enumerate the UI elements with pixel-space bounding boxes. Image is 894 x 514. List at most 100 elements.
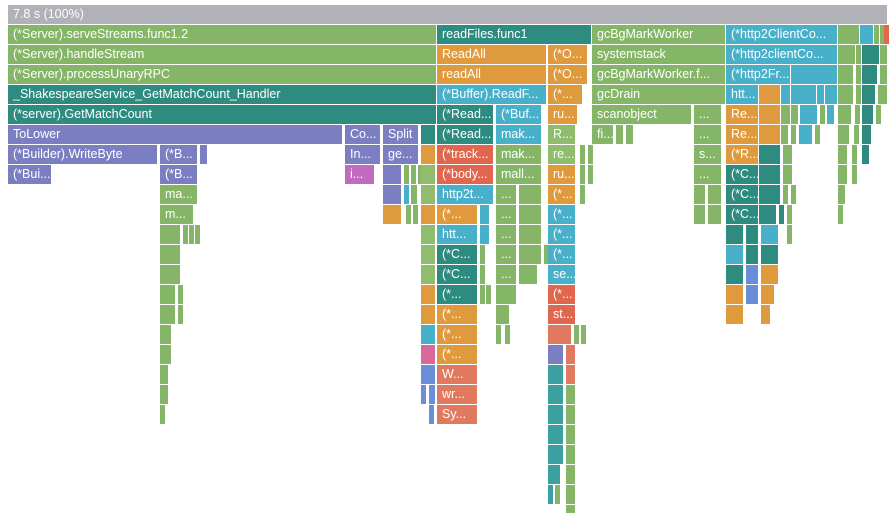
flame-frame[interactable] — [817, 85, 825, 105]
flame-frame[interactable] — [566, 405, 576, 425]
flame-frame[interactable]: (*server).GetMatchCount — [8, 105, 437, 125]
flame-frame[interactable] — [581, 325, 587, 345]
flame-frame[interactable] — [838, 85, 854, 105]
flame-frame[interactable] — [726, 305, 744, 325]
flame-frame[interactable]: ... — [496, 265, 517, 285]
flame-frame[interactable] — [781, 125, 789, 145]
flame-frame[interactable] — [566, 485, 576, 505]
flame-frame[interactable] — [626, 125, 634, 145]
flame-frame[interactable] — [726, 265, 744, 285]
flame-frame[interactable] — [862, 65, 878, 85]
flame-frame[interactable] — [761, 285, 775, 305]
flame-frame[interactable] — [791, 65, 838, 85]
flame-frame[interactable] — [759, 185, 781, 205]
flame-frame[interactable]: (*... — [437, 345, 478, 365]
flame-frame[interactable] — [884, 25, 890, 45]
flame-frame[interactable] — [761, 265, 779, 285]
flame-frame[interactable] — [862, 45, 880, 65]
flame-frame[interactable] — [783, 145, 793, 165]
flame-frame[interactable] — [160, 405, 166, 425]
flame-frame[interactable] — [799, 125, 813, 145]
flame-frame[interactable]: (*Buffer).ReadF... — [437, 85, 547, 105]
flame-frame[interactable]: (*... — [548, 205, 576, 225]
flame-frame[interactable]: (*... — [437, 285, 478, 305]
flame-frame[interactable] — [838, 25, 860, 45]
flame-frame[interactable] — [505, 325, 511, 345]
flame-frame[interactable] — [838, 145, 848, 165]
flame-frame[interactable] — [404, 165, 410, 185]
flame-frame[interactable]: (*... — [437, 305, 478, 325]
flame-frame[interactable] — [838, 125, 850, 145]
flame-frame[interactable] — [160, 285, 176, 305]
flame-frame[interactable]: (*C... — [437, 245, 478, 265]
flame-frame[interactable] — [383, 165, 402, 185]
flame-frame[interactable] — [580, 145, 586, 165]
flame-frame[interactable]: readFiles.func1 — [437, 25, 592, 45]
flame-frame[interactable] — [759, 105, 781, 125]
flame-frame[interactable] — [880, 45, 888, 65]
flame-frame[interactable]: (*C... — [726, 165, 759, 185]
flame-frame[interactable] — [838, 205, 844, 225]
flame-frame[interactable] — [421, 325, 436, 345]
flame-frame[interactable] — [616, 125, 624, 145]
flame-frame[interactable]: (*Read... — [437, 125, 494, 145]
flame-frame[interactable]: W... — [437, 365, 478, 385]
flame-frame[interactable]: readAll — [437, 65, 547, 85]
flame-frame[interactable] — [421, 365, 436, 385]
flame-frame[interactable] — [761, 305, 771, 325]
flame-frame[interactable]: (*O... — [548, 45, 588, 65]
flame-frame[interactable] — [480, 205, 490, 225]
flame-frame[interactable] — [781, 105, 791, 125]
flame-frame[interactable] — [694, 185, 706, 205]
flame-frame[interactable] — [383, 205, 402, 225]
flame-frame[interactable] — [781, 85, 791, 105]
flame-frame[interactable] — [160, 385, 169, 405]
flame-frame[interactable] — [708, 185, 722, 205]
flame-frame[interactable]: (*O... — [548, 65, 588, 85]
flame-frame[interactable]: (*body... — [437, 165, 494, 185]
flame-frame[interactable]: (*Server).handleStream — [8, 45, 437, 65]
flame-frame[interactable] — [761, 225, 779, 245]
flame-frame[interactable]: (*C... — [437, 265, 478, 285]
flame-frame[interactable] — [838, 185, 846, 205]
flame-frame[interactable] — [178, 285, 184, 305]
flame-frame[interactable] — [876, 105, 882, 125]
flame-frame[interactable] — [827, 105, 835, 125]
flame-frame[interactable] — [860, 25, 874, 45]
flame-frame[interactable]: scanobject — [592, 105, 692, 125]
flame-frame[interactable] — [820, 105, 826, 125]
flame-frame[interactable]: (*... — [437, 325, 478, 345]
flame-frame[interactable]: (*... — [548, 85, 583, 105]
flame-frame[interactable] — [519, 185, 542, 205]
flame-frame[interactable] — [574, 325, 580, 345]
flame-frame[interactable]: (*track... — [437, 145, 494, 165]
flame-frame[interactable] — [566, 465, 576, 485]
flame-frame[interactable]: wr... — [437, 385, 478, 405]
flame-frame[interactable]: ru... — [548, 105, 578, 125]
flame-frame[interactable] — [519, 225, 542, 245]
flame-frame[interactable] — [421, 225, 436, 245]
flame-frame[interactable]: (*B... — [160, 165, 198, 185]
flame-frame[interactable] — [160, 305, 176, 325]
flame-frame[interactable] — [421, 305, 436, 325]
flame-frame[interactable]: (*C... — [726, 205, 759, 225]
flame-frame[interactable] — [588, 145, 594, 165]
flame-frame[interactable] — [496, 325, 502, 345]
flame-frame[interactable] — [195, 225, 201, 245]
flame-frame[interactable]: ... — [496, 205, 517, 225]
flame-frame[interactable]: se... — [548, 265, 576, 285]
flame-frame[interactable] — [519, 265, 538, 285]
flame-frame[interactable] — [759, 125, 781, 145]
flame-frame[interactable] — [566, 425, 576, 445]
flame-frame[interactable] — [429, 385, 436, 405]
flame-frame[interactable] — [759, 145, 781, 165]
flame-frame[interactable]: (*... — [548, 225, 576, 245]
flame-frame[interactable] — [566, 505, 576, 514]
flame-frame[interactable]: (*http2ClientCo... — [726, 25, 838, 45]
flame-frame[interactable]: mak... — [496, 145, 542, 165]
flame-frame[interactable] — [486, 285, 492, 305]
flame-frame[interactable] — [783, 185, 789, 205]
flame-frame[interactable] — [413, 205, 419, 225]
flame-frame[interactable]: (*... — [548, 285, 576, 305]
flame-frame[interactable]: ... — [496, 225, 517, 245]
